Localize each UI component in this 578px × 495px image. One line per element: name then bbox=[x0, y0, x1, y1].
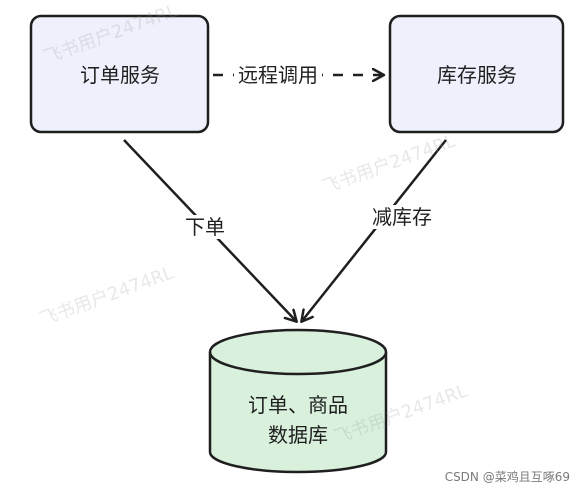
database-label-line1: 订单、商品 bbox=[248, 393, 348, 417]
order-service-label: 订单服务 bbox=[80, 63, 160, 87]
database-label: 订单、商品 数据库 bbox=[213, 390, 383, 450]
credit-text: CSDN @菜鸡且互啄69 bbox=[444, 470, 570, 484]
place-order-label: 下单 bbox=[181, 215, 229, 239]
inventory-service-box bbox=[388, 14, 565, 134]
database-label-line2: 数据库 bbox=[268, 423, 328, 447]
database-cylinder bbox=[208, 328, 388, 474]
remote-call-label: 远程调用 bbox=[234, 63, 322, 87]
reduce-stock-label: 减库存 bbox=[368, 205, 436, 229]
order-service-box bbox=[29, 14, 210, 134]
inventory-service-label: 库存服务 bbox=[437, 63, 517, 87]
reduce-stock-arrow bbox=[302, 139, 447, 321]
